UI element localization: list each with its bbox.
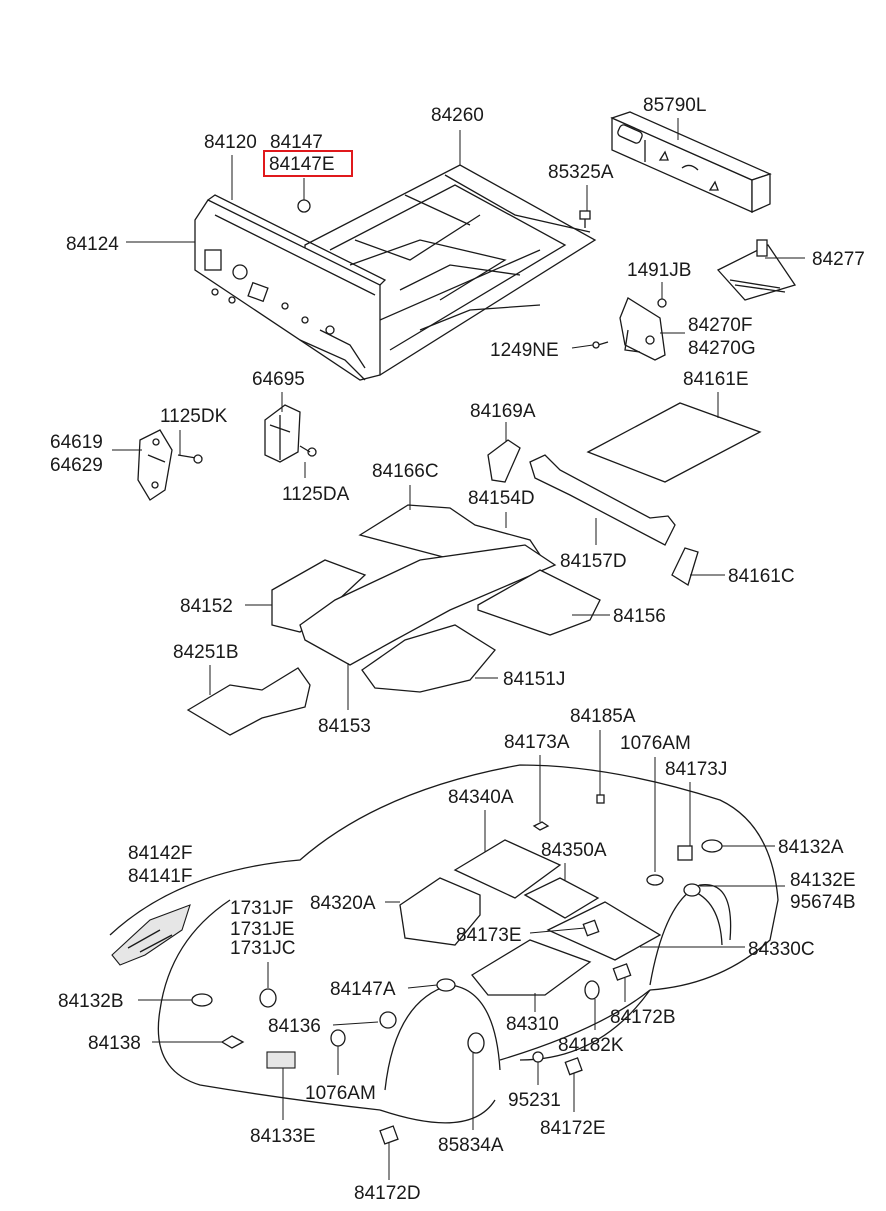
bracket-64695 xyxy=(264,404,317,463)
label-84141F[interactable]: 84141F xyxy=(128,866,192,887)
label-84147[interactable]: 84147 xyxy=(270,132,323,153)
floor-pan-assembly xyxy=(194,164,597,381)
label-84260[interactable]: 84260 xyxy=(431,105,484,126)
small-plugs xyxy=(191,794,723,1145)
label-84320A[interactable]: 84320A xyxy=(310,893,376,914)
label-85325A[interactable]: 85325A xyxy=(548,162,614,183)
body-outline xyxy=(109,764,779,1124)
label-84132E[interactable]: 84132E xyxy=(790,870,856,891)
label-84156[interactable]: 84156 xyxy=(613,606,666,627)
part-labels: 84260 85790L 84120 84147 84147E 85325A 8… xyxy=(50,95,865,1204)
label-84132B[interactable]: 84132B xyxy=(58,991,124,1012)
label-1731JE[interactable]: 1731JE xyxy=(230,919,294,940)
label-1491JB[interactable]: 1491JB xyxy=(627,260,691,281)
label-84169A[interactable]: 84169A xyxy=(470,401,536,422)
label-84147E[interactable]: 84147E xyxy=(269,154,335,175)
label-84151J[interactable]: 84151J xyxy=(503,669,565,690)
label-95674B[interactable]: 95674B xyxy=(790,892,856,913)
insulation-pads xyxy=(186,402,762,736)
label-84161E[interactable]: 84161E xyxy=(683,369,749,390)
label-84124[interactable]: 84124 xyxy=(66,234,119,255)
label-1125DK[interactable]: 1125DK xyxy=(160,406,228,427)
label-85834A[interactable]: 85834A xyxy=(438,1135,504,1156)
label-84251B[interactable]: 84251B xyxy=(173,642,239,663)
label-84153[interactable]: 84153 xyxy=(318,716,371,737)
label-84166C[interactable]: 84166C xyxy=(372,461,439,482)
label-84173E[interactable]: 84173E xyxy=(456,925,522,946)
label-84152[interactable]: 84152 xyxy=(180,596,233,617)
label-84136[interactable]: 84136 xyxy=(268,1016,321,1037)
label-84270F[interactable]: 84270F xyxy=(688,315,752,336)
label-84270G[interactable]: 84270G xyxy=(688,338,756,359)
label-84340A[interactable]: 84340A xyxy=(448,787,514,808)
label-84157D[interactable]: 84157D xyxy=(560,551,627,572)
label-84138[interactable]: 84138 xyxy=(88,1033,141,1054)
label-84132A[interactable]: 84132A xyxy=(778,837,844,858)
label-64619[interactable]: 64619 xyxy=(50,432,103,453)
label-84172B[interactable]: 84172B xyxy=(610,1007,676,1028)
label-84120[interactable]: 84120 xyxy=(204,132,257,153)
label-85790L[interactable]: 85790L xyxy=(643,95,706,116)
label-1731JC[interactable]: 1731JC xyxy=(230,938,296,959)
label-84173J[interactable]: 84173J xyxy=(665,759,727,780)
leader-lines xyxy=(112,118,805,1180)
floor-panels-lower xyxy=(111,839,662,996)
label-84172E[interactable]: 84172E xyxy=(540,1118,606,1139)
label-84172D[interactable]: 84172D xyxy=(354,1183,421,1204)
label-84277[interactable]: 84277 xyxy=(812,249,865,270)
highlight-box-84147E xyxy=(263,150,353,177)
label-95231[interactable]: 95231 xyxy=(508,1090,561,1111)
bracket-64619 xyxy=(137,429,203,501)
label-84310[interactable]: 84310 xyxy=(506,1014,559,1035)
bracket-84277 xyxy=(716,239,797,301)
label-1731JF[interactable]: 1731JF xyxy=(230,898,293,919)
label-64629[interactable]: 64629 xyxy=(50,455,103,476)
label-84133E[interactable]: 84133E xyxy=(250,1126,316,1147)
clip-85325A xyxy=(579,210,591,228)
switch-panel-85790L xyxy=(610,111,772,214)
label-84350A[interactable]: 84350A xyxy=(541,840,607,861)
label-84147A[interactable]: 84147A xyxy=(330,979,396,1000)
label-64695[interactable]: 64695 xyxy=(252,369,305,390)
label-1249NE[interactable]: 1249NE xyxy=(490,340,559,361)
label-1125DA[interactable]: 1125DA xyxy=(282,484,350,505)
nut-84147E xyxy=(297,199,311,213)
label-84173A[interactable]: 84173A xyxy=(504,732,570,753)
label-84185A[interactable]: 84185A xyxy=(570,706,636,727)
label-84182K[interactable]: 84182K xyxy=(558,1035,624,1056)
label-1076AM-bottom[interactable]: 1076AM xyxy=(305,1083,376,1104)
label-84154D[interactable]: 84154D xyxy=(468,488,535,509)
label-84330C[interactable]: 84330C xyxy=(748,939,815,960)
label-84142F[interactable]: 84142F xyxy=(128,843,192,864)
label-84161C[interactable]: 84161C xyxy=(728,566,795,587)
bracket-84270F xyxy=(592,297,667,361)
label-1076AM-top[interactable]: 1076AM xyxy=(620,733,691,754)
